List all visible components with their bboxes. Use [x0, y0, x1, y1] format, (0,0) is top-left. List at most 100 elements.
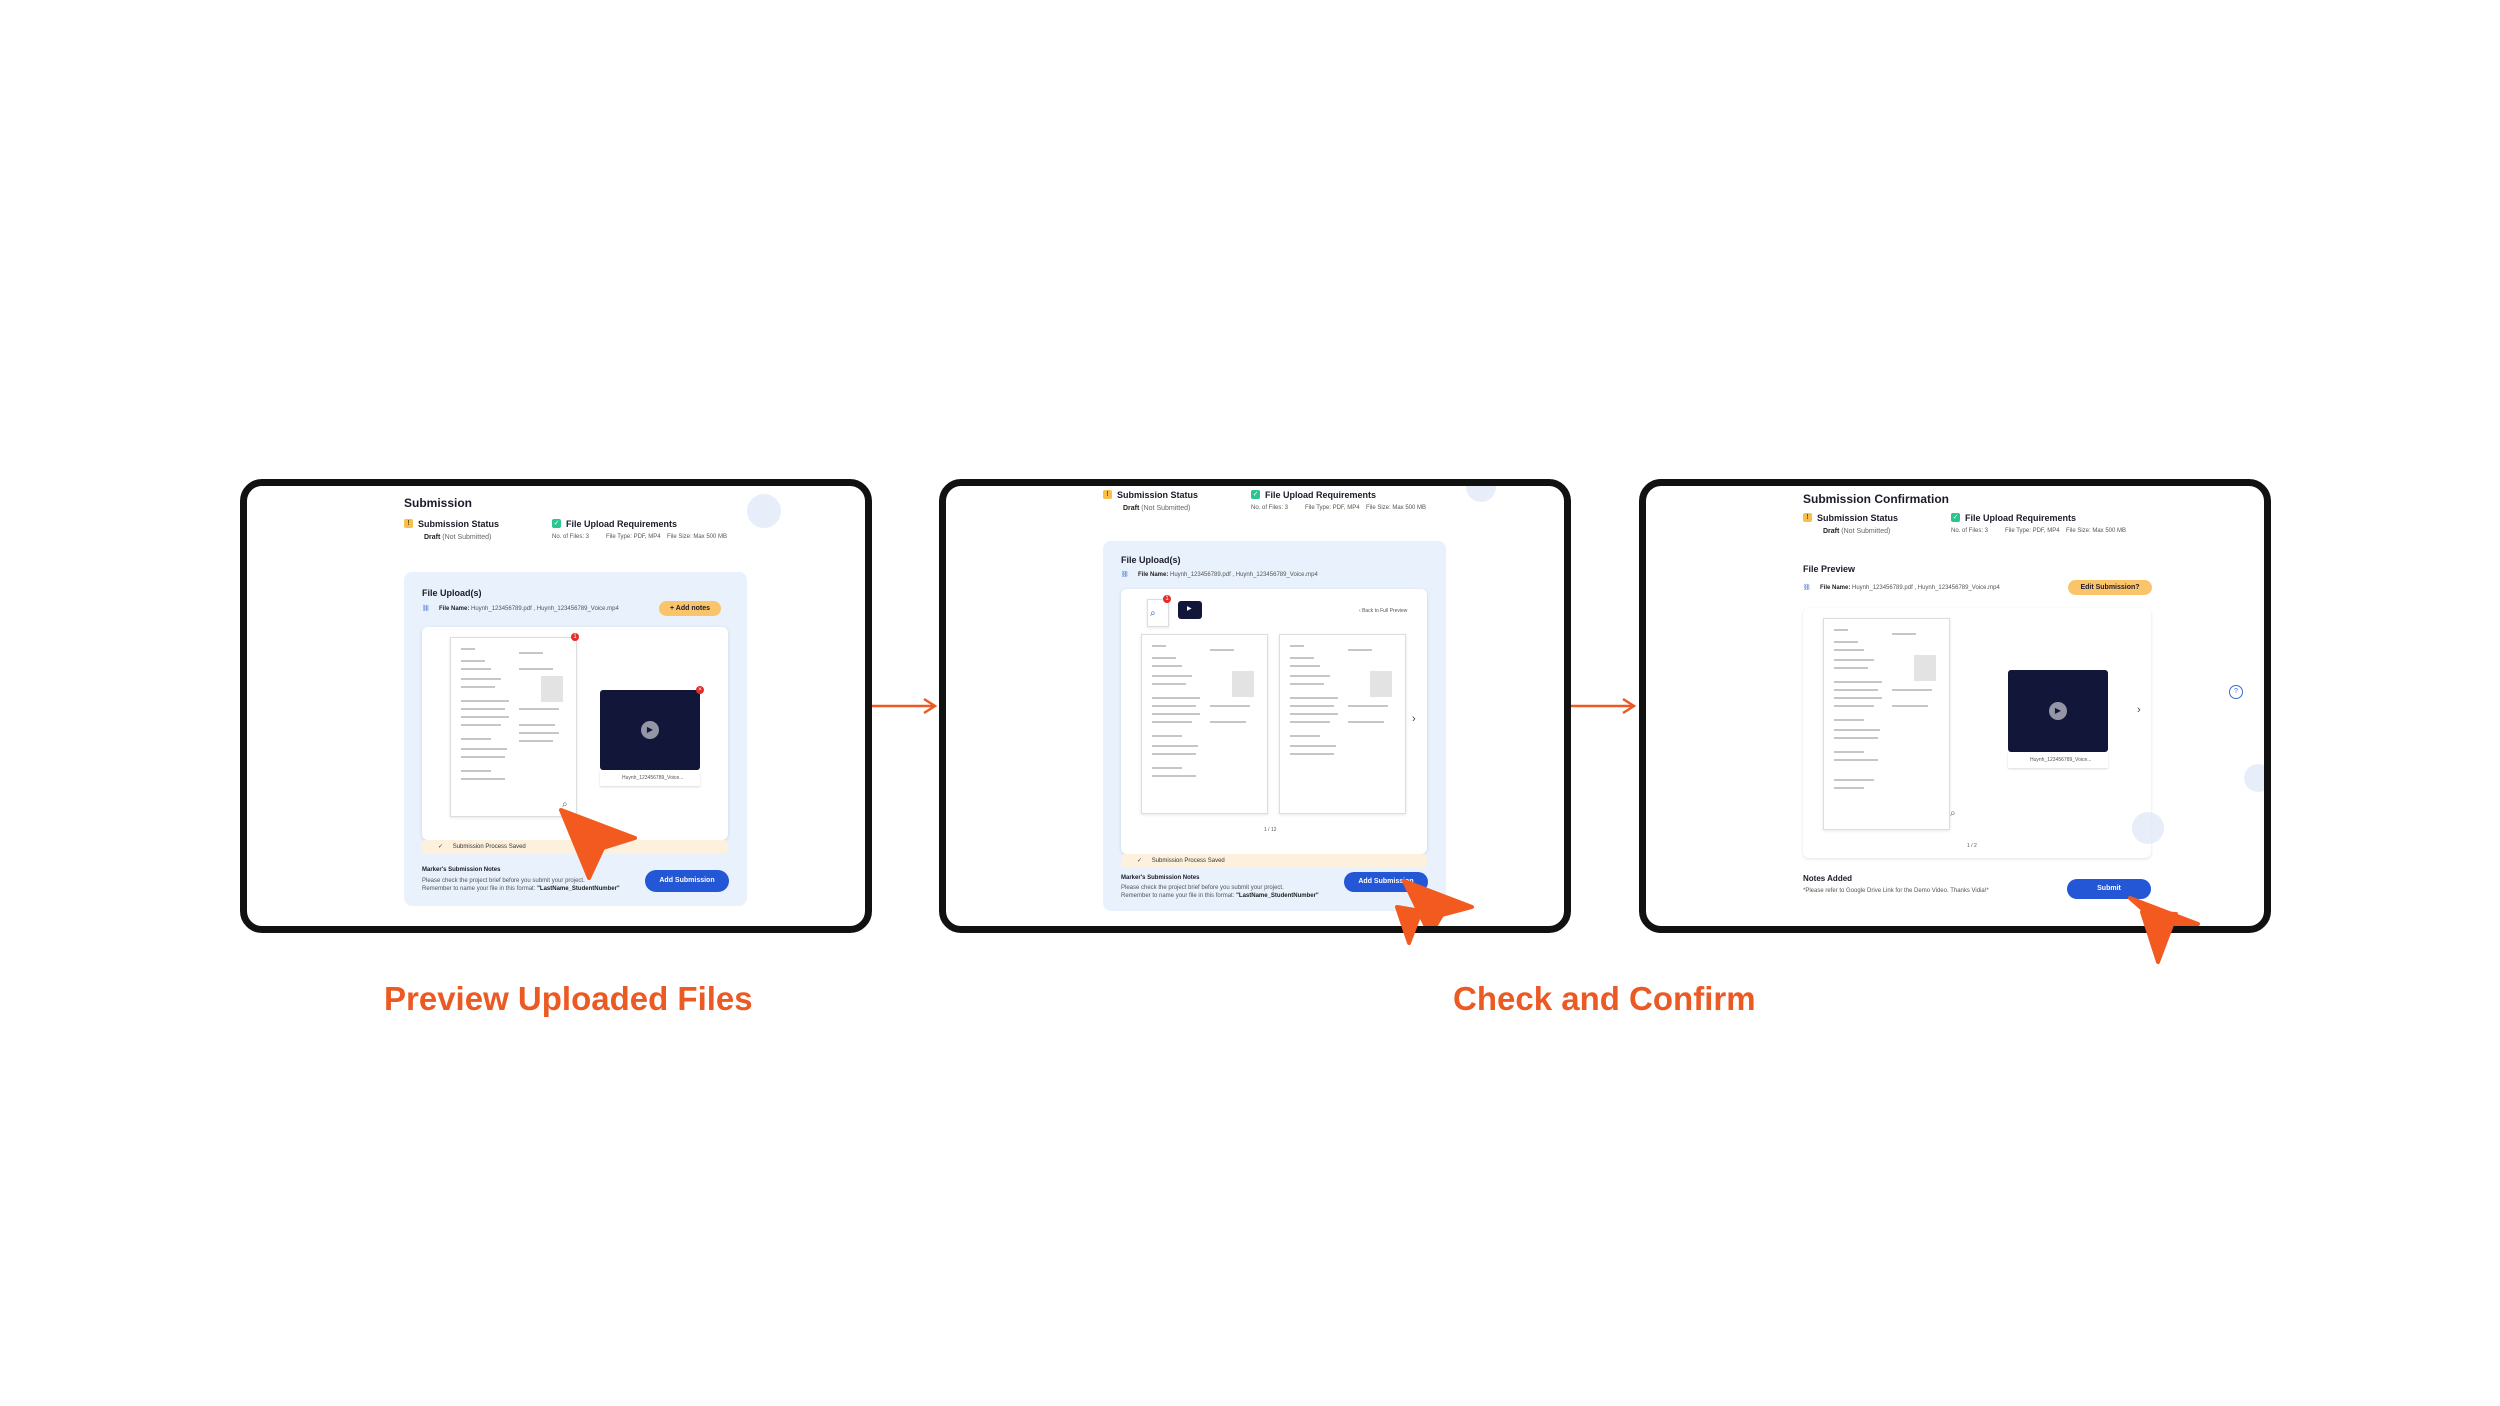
- marker-notes-line2: Remember to name your file in this forma…: [422, 886, 620, 892]
- preview-card: 1 ⌕ ▶ × Huynh_123456789_Voice...: [422, 627, 728, 840]
- video-caption: Huynh_123456789_Voice...: [600, 770, 700, 786]
- page-title: Submission Confirmation: [1803, 492, 1950, 506]
- status-value: Draft (Not Submitted): [1823, 528, 1891, 535]
- req-size: File Size: Max 500 MB: [1366, 505, 1427, 511]
- flow-arrow-icon: [1571, 697, 1637, 715]
- check-icon: ✓: [1137, 858, 1143, 864]
- req-files: No. of Files: 3: [1251, 505, 1289, 511]
- pdf-page-1: [1141, 634, 1268, 814]
- screen-submission-detail: ! Submission Status Draft (Not Submitted…: [946, 486, 1564, 926]
- marker-notes-line2: Remember to name your file in this forma…: [1121, 893, 1319, 899]
- tablet-submission-confirmation: Submission Confirmation ! Submission Sta…: [1639, 479, 2271, 933]
- marker-notes-title: Marker's Submission Notes: [1121, 875, 1200, 881]
- status-value: Draft (Not Submitted): [424, 534, 492, 541]
- help-icon[interactable]: ?: [2229, 685, 2243, 699]
- pdf-thumbnail[interactable]: [1823, 618, 1950, 830]
- status-label: Submission Status: [1117, 490, 1199, 500]
- marker-notes-line1: Please check the project brief before yo…: [422, 878, 585, 884]
- video-thumbnail[interactable]: ▶: [2008, 670, 2108, 752]
- page-indicator: 1 / 2: [1967, 843, 1977, 849]
- video-file-name: Huynh_123456789_Voice...: [2030, 757, 2092, 763]
- video-caption: Huynh_123456789_Voice...: [2008, 752, 2108, 768]
- cursor-arrow-icon: [2140, 910, 2178, 964]
- file-upload-panel: File Upload(s) ⛓ File Name: Huynh_123456…: [1103, 541, 1446, 911]
- video-file-name: Huynh_123456789_Voice...: [622, 775, 684, 781]
- back-to-full-preview-link[interactable]: ‹ Back to Full Preview: [1359, 608, 1408, 614]
- pdf-image-placeholder: [1232, 671, 1254, 697]
- requirements-label: File Upload Requirements: [1965, 513, 2077, 523]
- page-indicator: 1 / 12: [1264, 827, 1277, 833]
- check-icon: ✓: [1251, 490, 1260, 499]
- pdf-image-placeholder: [1914, 655, 1936, 681]
- caption-check-and-confirm: Check and Confirm: [1453, 980, 1756, 1017]
- requirements-label: File Upload Requirements: [566, 519, 678, 529]
- pdf-thumbnail[interactable]: [450, 637, 577, 817]
- caption-preview-uploaded-files: Preview Uploaded Files: [384, 980, 753, 1017]
- remove-badge[interactable]: 1: [1163, 595, 1171, 603]
- file-name-row: File Name: Huynh_123456789.pdf , Huynh_1…: [1138, 572, 1318, 578]
- decor-bubble: [747, 494, 781, 528]
- req-files: No. of Files: 3: [552, 534, 590, 540]
- file-name-row: File Name: Huynh_123456789.pdf , Huynh_1…: [1820, 585, 2000, 591]
- pdf-page-2: [1279, 634, 1406, 814]
- check-icon: ✓: [1951, 513, 1960, 522]
- req-size: File Size: Max 500 MB: [2066, 528, 2127, 534]
- play-icon: ▶: [1187, 606, 1192, 612]
- warning-icon: !: [1803, 513, 1812, 522]
- zoom-icon[interactable]: ⌕: [562, 799, 568, 810]
- zoom-icon: ⌕: [1150, 608, 1156, 619]
- check-icon: ✓: [438, 844, 444, 850]
- link-icon: ⛓: [1803, 585, 1811, 591]
- edit-submission-button[interactable]: Edit Submission?: [2068, 580, 2152, 595]
- pdf-tab-thumbnail[interactable]: ⌕: [1147, 599, 1169, 627]
- flow-arrow-icon: [872, 697, 938, 715]
- chevron-left-icon: ‹: [1359, 608, 1361, 614]
- req-size: File Size: Max 500 MB: [667, 534, 728, 540]
- status-label: Submission Status: [1817, 513, 1899, 523]
- decor-bubble: [2244, 764, 2264, 792]
- remove-badge[interactable]: 1: [571, 633, 579, 641]
- req-type: File Type: PDF, MP4: [606, 534, 661, 540]
- chevron-right-icon[interactable]: ›: [2137, 704, 2141, 716]
- submit-button[interactable]: Submit: [2067, 879, 2151, 899]
- status-value: Draft (Not Submitted): [1123, 505, 1191, 512]
- cursor-arrow-icon: [559, 808, 637, 880]
- requirements-label: File Upload Requirements: [1265, 490, 1377, 500]
- add-submission-button[interactable]: Add Submission: [645, 870, 729, 892]
- zoom-icon[interactable]: ⌕: [1950, 808, 1956, 819]
- chevron-right-icon[interactable]: ›: [1412, 713, 1416, 725]
- add-notes-button[interactable]: + Add notes: [659, 601, 721, 616]
- decor-bubble: [2132, 812, 2164, 844]
- saved-status-bar: ✓ Submission Process Saved: [1121, 854, 1427, 868]
- video-tab-thumbnail[interactable]: ▶: [1178, 601, 1202, 619]
- marker-notes-line1: Please check the project brief before yo…: [1121, 885, 1284, 891]
- saved-text: Submission Process Saved: [1151, 858, 1225, 864]
- play-icon[interactable]: ▶: [2049, 702, 2067, 720]
- file-preview-title: File Preview: [1803, 564, 1856, 574]
- video-thumbnail[interactable]: ▶: [600, 690, 700, 770]
- check-icon: ✓: [552, 519, 561, 528]
- upload-title: File Upload(s): [1121, 555, 1181, 565]
- remove-video-badge[interactable]: ×: [696, 686, 704, 694]
- notes-title: Notes Added: [1803, 874, 1853, 883]
- req-type: File Type: PDF, MP4: [1305, 505, 1360, 511]
- warning-icon: !: [404, 519, 413, 528]
- req-type: File Type: PDF, MP4: [2005, 528, 2060, 534]
- cursor-arrow-icon: [1395, 905, 1423, 945]
- pdf-image-placeholder: [541, 676, 563, 702]
- screen-submission: Submission ! Submission Status Draft (No…: [247, 486, 865, 926]
- tablet-preview-detail: ! Submission Status Draft (Not Submitted…: [939, 479, 1571, 933]
- saved-text: Submission Process Saved: [452, 844, 526, 850]
- status-label: Submission Status: [418, 519, 500, 529]
- tablet-preview-uploaded-files: Submission ! Submission Status Draft (No…: [240, 479, 872, 933]
- pdf-image-placeholder: [1370, 671, 1392, 697]
- preview-card: ⌕ 1 ▶ ‹ Back to Full Preview: [1121, 589, 1427, 854]
- upload-title: File Upload(s): [422, 588, 482, 598]
- req-files: No. of Files: 3: [1951, 528, 1989, 534]
- play-icon[interactable]: ▶: [641, 721, 659, 739]
- notes-text: *Please refer to Google Drive Link for t…: [1803, 888, 1989, 894]
- warning-icon: !: [1103, 490, 1112, 499]
- page-title: Submission: [404, 496, 473, 510]
- file-upload-panel: File Upload(s) ⛓ File Name: Huynh_123456…: [404, 572, 747, 906]
- file-name-row: File Name: Huynh_123456789.pdf , Huynh_1…: [439, 606, 619, 612]
